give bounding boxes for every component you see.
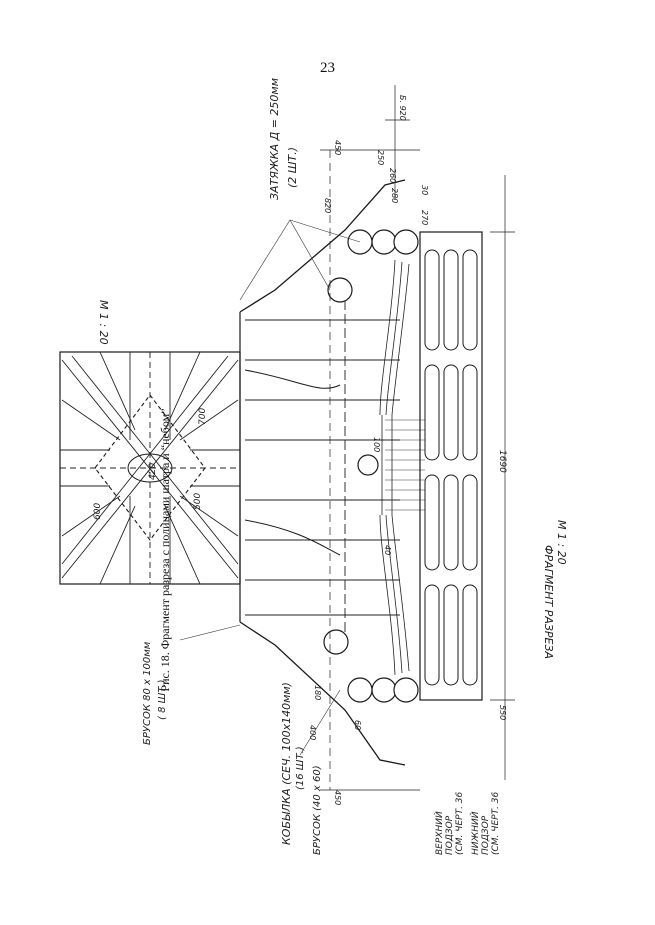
window-panels xyxy=(424,249,478,686)
figure-caption: Рис. 18. Фрагмент разреза с полицами шат… xyxy=(158,408,172,692)
dim-1690: 1690 xyxy=(497,450,507,473)
label-brusok: БРУСОК (40 х 60) xyxy=(312,765,323,855)
rafters xyxy=(245,300,400,640)
detail-plan: 700 500 600 420 М 1 : 20 xyxy=(59,300,241,585)
sky-planks xyxy=(379,259,410,676)
label-upper-2: ПОДЗОР xyxy=(445,815,455,855)
dim-250: 250 xyxy=(376,150,385,165)
dim-180: 180 xyxy=(313,685,322,700)
dim-260: 260 xyxy=(388,168,397,183)
brace-1 xyxy=(244,369,341,389)
label-upper-3: (СМ. ЧЕРТ. 36 xyxy=(455,791,465,855)
label-lower-1: НИЖНИЙ xyxy=(469,811,481,855)
dim-600: 600 xyxy=(93,503,103,520)
section-scale: М 1 : 20 xyxy=(555,520,568,565)
label-lower-2: ПОДЗОР xyxy=(481,815,491,855)
dim-60: 60 xyxy=(353,720,362,730)
dim-elev: Б. 920 xyxy=(398,95,407,121)
dim-100: 100 xyxy=(372,437,381,452)
page-number: 23 xyxy=(320,60,335,76)
main-section: 450 250 260 820 280 30 270 Б. 920 1690 5… xyxy=(142,78,568,855)
ceiling-boards xyxy=(385,419,425,511)
detail-diamond xyxy=(94,394,206,541)
dim-820: 820 xyxy=(323,198,332,213)
dim-500: 500 xyxy=(193,493,203,510)
dim-40: 40 xyxy=(383,545,392,555)
center-log xyxy=(357,454,379,476)
detail-scale: М 1 : 20 xyxy=(97,300,110,345)
label-tie: ЗАТЯЖКА Д = 250мм xyxy=(268,78,281,200)
dim-700: 700 xyxy=(198,408,208,425)
dimension-lines xyxy=(320,85,515,791)
leader-lines xyxy=(179,219,361,756)
label-bar-qty: ( 8 ШТ.) xyxy=(157,679,168,720)
dim-450-bottom: 450 xyxy=(333,790,342,805)
dim-550: 550 xyxy=(498,705,507,720)
detail-rafters xyxy=(60,351,240,585)
label-lower-3: (СМ. ЧЕРТ. 36 xyxy=(491,791,501,855)
label-kobylka-qty: (16 ШТ.) xyxy=(295,746,306,790)
dim-400: 400 xyxy=(308,725,317,740)
logs-bottom xyxy=(323,629,419,703)
dim-450-top: 450 xyxy=(333,140,342,155)
roof-slope-bottom xyxy=(239,621,406,766)
dim-270: 270 xyxy=(420,210,429,225)
brace-2 xyxy=(244,519,341,556)
dim-30: 30 xyxy=(420,185,429,195)
dim-280: 280 xyxy=(390,188,399,203)
logs-top xyxy=(327,229,419,303)
wall-frame xyxy=(419,231,483,701)
section-title: ФРАГМЕНТ РАЗРЕЗА xyxy=(542,545,555,659)
dim-420: 420 xyxy=(148,463,158,480)
label-tie-qty: (2 ШТ.) xyxy=(286,147,299,188)
roof-slope-top xyxy=(239,179,406,313)
label-bar: БРУСОК 80 х 100мм xyxy=(142,641,153,745)
label-kobylka: КОБЫЛКА (СЕЧ. 100х140мм) xyxy=(280,682,293,845)
label-upper-1: ВЕРХНИЙ xyxy=(433,811,445,855)
